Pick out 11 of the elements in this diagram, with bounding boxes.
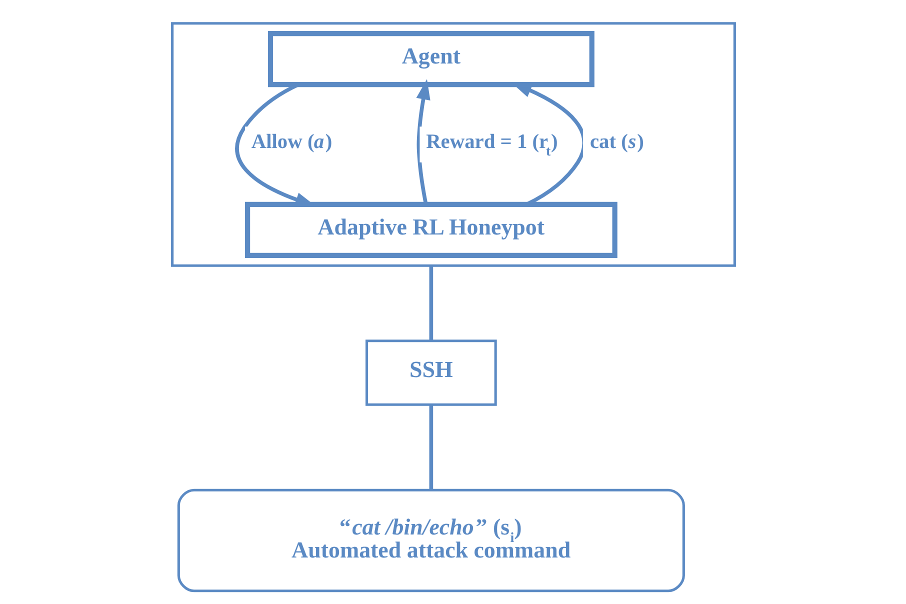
node-box: Adaptive RL Honeypot <box>244 202 617 258</box>
edge-label: Reward = 1 (r$_{t}$) <box>426 131 558 160</box>
arrow <box>416 79 430 205</box>
connector <box>428 266 433 340</box>
edge-label: cat (s) <box>589 131 644 154</box>
node-box: SSH <box>365 340 496 406</box>
edge-label: Allow (a) <box>250 131 332 154</box>
node-box: “cat /bin/echo” (s$_{i}$) Automated attack command <box>176 488 684 592</box>
cluster <box>170 22 736 267</box>
node-box: Agent <box>267 31 594 88</box>
connector <box>428 404 433 490</box>
